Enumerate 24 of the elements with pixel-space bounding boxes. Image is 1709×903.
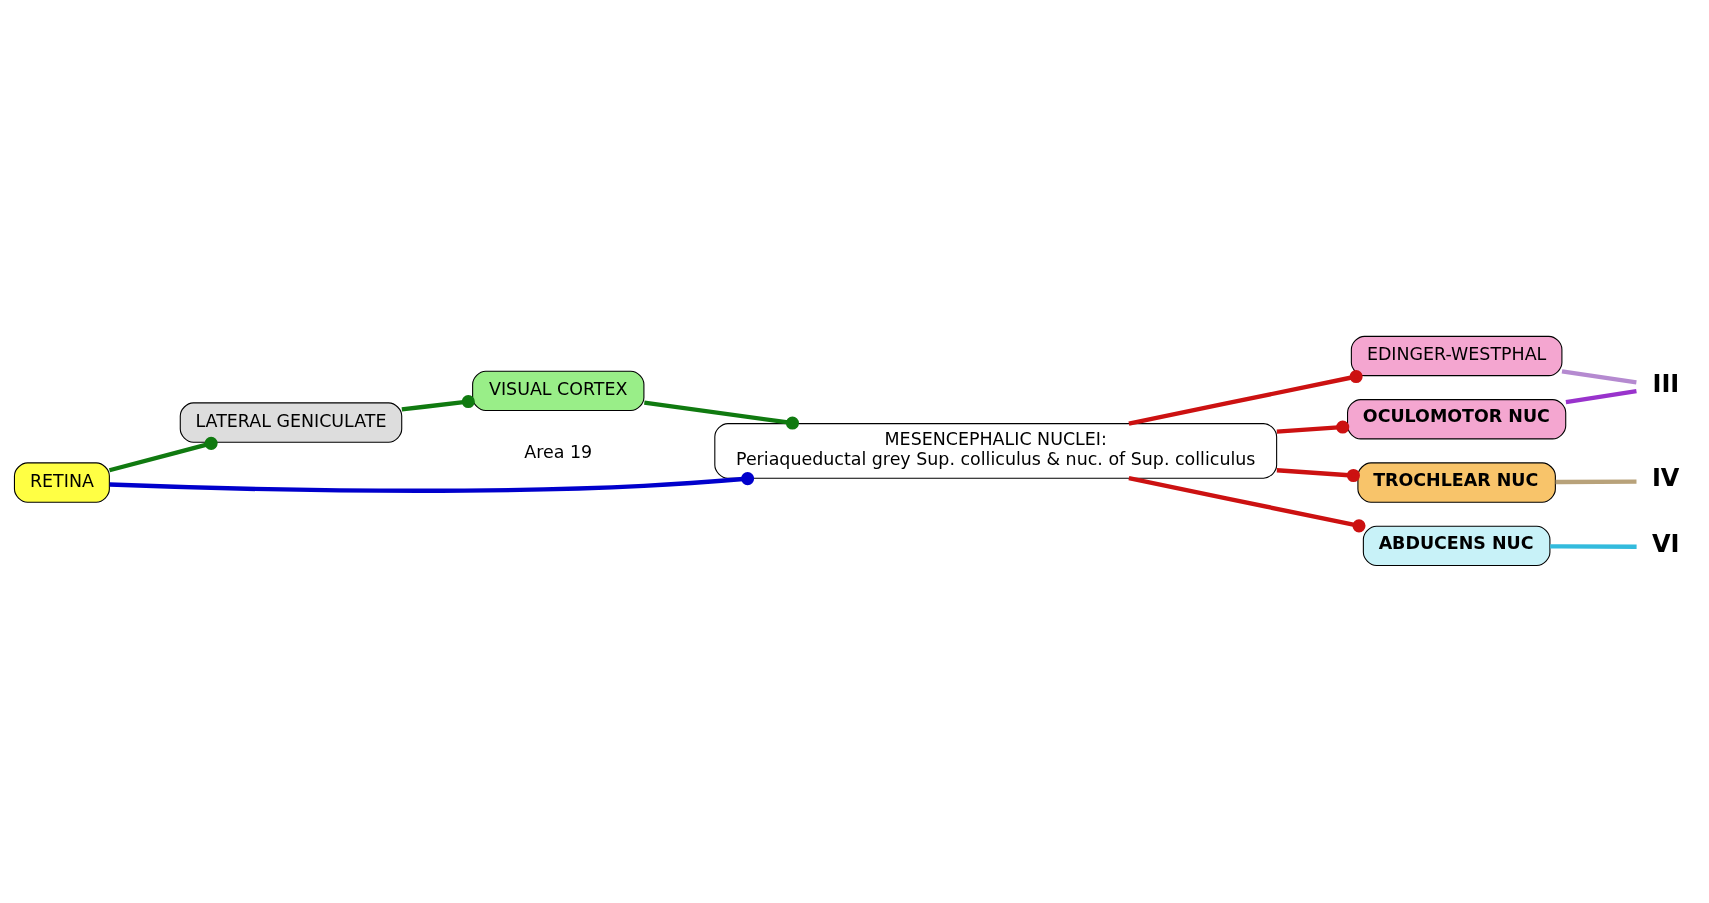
- node-box: VISUAL CORTEX: [471, 370, 644, 411]
- connector: [108, 436, 218, 472]
- connector: [109, 471, 754, 493]
- node-text: VI: [1651, 529, 1679, 558]
- node-box: EDINGER-WESTPHAL: [1350, 335, 1562, 376]
- connector: [1276, 467, 1360, 482]
- connector: [1127, 475, 1366, 532]
- node-box: RETINA: [13, 461, 110, 503]
- node-box: MESENCEPHALIC NUCLEI: Periaqueductal grey Sup. colliculus & nuc. of Sup. colliculus: [713, 422, 1277, 479]
- node-text: IV: [1651, 463, 1679, 492]
- connector: [643, 399, 799, 430]
- connector: [1561, 368, 1637, 384]
- node-box: LATERAL GENICULATE: [179, 401, 402, 443]
- node-box: TROCHLEAR NUC: [1356, 461, 1556, 503]
- node-box: OCULOMOTOR NUC: [1346, 398, 1566, 439]
- connector: [401, 394, 475, 412]
- connector: [1127, 369, 1363, 426]
- connector: [1565, 388, 1637, 404]
- connector: [1276, 420, 1349, 434]
- connector: [1549, 543, 1637, 549]
- node-box: ABDUCENS NUC: [1362, 525, 1550, 566]
- node-text: III: [1651, 369, 1679, 398]
- node-label: Area 19: [523, 441, 592, 462]
- connector: [1555, 478, 1636, 484]
